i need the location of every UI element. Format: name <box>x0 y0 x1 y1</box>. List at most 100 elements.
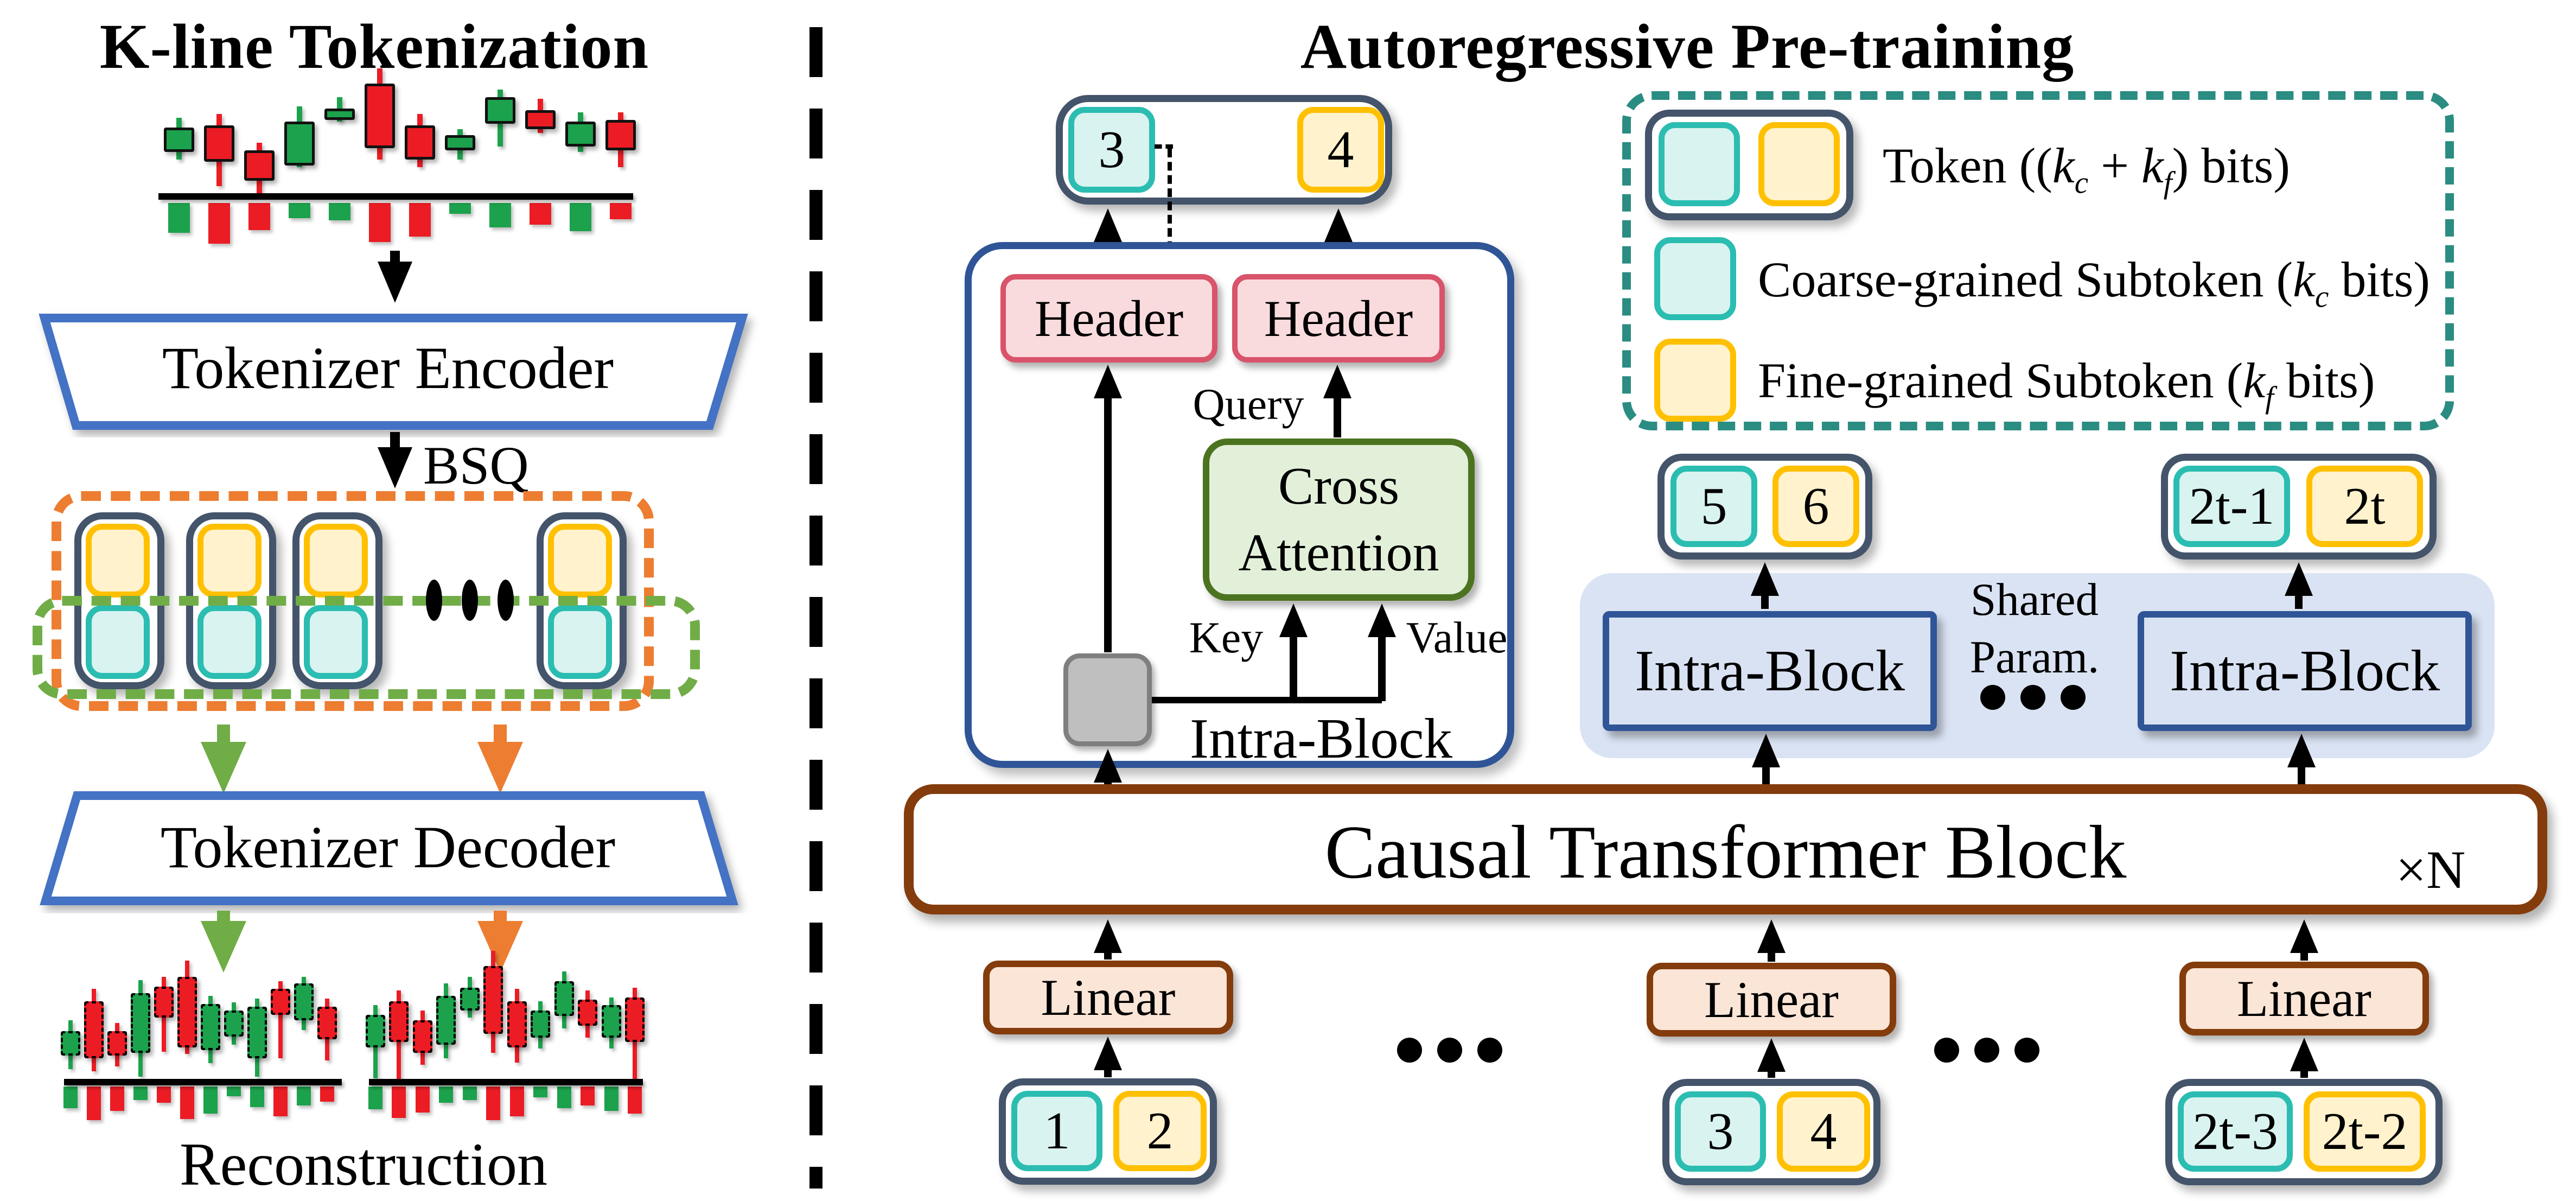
fine-subtoken-icon <box>86 524 150 598</box>
candle-body <box>84 1001 104 1058</box>
quantized-token <box>292 512 382 689</box>
candle-body <box>177 977 197 1047</box>
key-value-line <box>1152 697 1382 703</box>
ellipsis-dot <box>1934 1038 1959 1063</box>
header-box-coarse: Header <box>1000 274 1217 363</box>
coarse-subtoken-icon <box>304 605 368 679</box>
candle-body <box>525 110 556 129</box>
volume-bar <box>208 203 230 244</box>
arrow-head <box>378 262 412 303</box>
ellipsis-dot <box>2061 685 2086 710</box>
fine-subtoken-icon <box>304 524 368 598</box>
arrow-head <box>1752 734 1780 767</box>
candle-body <box>154 987 174 1018</box>
input-token-3: 2t-3 2t-2 <box>2165 1079 2443 1185</box>
volume-bar <box>463 1086 477 1100</box>
volume-bar <box>329 203 350 220</box>
legend-text-run: c <box>2315 279 2329 314</box>
repeat-n-label: ×N <box>2395 840 2466 900</box>
header-box-fine: Header <box>1232 274 1445 363</box>
legend-box <box>1622 91 2454 430</box>
candle-body <box>483 966 503 1034</box>
candle-body <box>365 84 395 148</box>
mid-token-2: 2t-1 2t <box>2161 454 2437 560</box>
ellipsis-dot <box>1974 1038 1999 1063</box>
right-panel-title: Autoregressive Pre-training <box>1300 11 2075 82</box>
ellipsis-dot <box>2014 1038 2039 1063</box>
candle-body <box>436 996 456 1045</box>
key-label: Key <box>1189 613 1264 662</box>
arrow-head <box>2287 734 2316 767</box>
volume-bar <box>250 1086 264 1107</box>
tokenizer-decoder-label: Tokenizer Decoder <box>160 814 616 880</box>
arrow-head <box>1757 1038 1786 1072</box>
ellipsis-dot <box>426 580 442 621</box>
volume-bar <box>416 1086 430 1113</box>
causal-transformer-label: Causal Transformer Block <box>1324 810 2127 894</box>
tokenizer-encoder-label: Tokenizer Encoder <box>162 335 614 401</box>
volume-bar <box>628 1086 642 1114</box>
volume-bar <box>530 203 551 225</box>
candle-body <box>284 122 315 166</box>
coarse-subtoken-icon <box>1659 122 1740 206</box>
fine-subtoken: 4 <box>1777 1091 1870 1172</box>
legend-text-run: k <box>2293 252 2316 307</box>
fine-subtoken-icon <box>1758 122 1840 206</box>
coarse-subtoken: 3 <box>1068 107 1155 193</box>
fine-subtoken: 6 <box>1772 466 1859 547</box>
candle-body <box>554 981 574 1016</box>
candle-body <box>107 1031 127 1056</box>
arrow-stem <box>1290 622 1297 701</box>
arrow-head <box>201 921 246 973</box>
candle-body <box>204 125 234 162</box>
fine-subtoken: 4 <box>1297 107 1384 193</box>
arrow-head <box>1279 603 1308 637</box>
header-label: Header <box>1034 289 1184 347</box>
intra-block-box-1: Intra-Block <box>1603 611 1937 731</box>
intra-block-label: Intra-Block <box>2170 638 2440 703</box>
candle-body <box>247 1007 267 1058</box>
legend-coarse-sample <box>1654 237 1736 320</box>
candle-body <box>625 997 645 1042</box>
bsq-label: BSQ <box>423 435 529 495</box>
volume-bar <box>604 1086 619 1111</box>
arrow-head <box>201 742 246 793</box>
volume-bar <box>369 203 391 242</box>
left-panel-title: K-line Tokenization <box>99 11 649 82</box>
volume-bar <box>570 203 591 231</box>
arrow-head <box>2290 919 2318 953</box>
candle-body <box>294 983 314 1020</box>
candle-body <box>602 1005 621 1038</box>
legend-token-sample <box>1645 110 1853 220</box>
candle-body <box>324 109 355 120</box>
chart-axis-line <box>158 193 633 200</box>
arrow-head <box>1094 208 1122 242</box>
legend-item-coarse: Coarse-grained Subtoken (kc bits) <box>1758 251 2430 314</box>
volume-bar <box>581 1086 595 1105</box>
candle-body <box>565 122 596 147</box>
volume-bar <box>486 1086 500 1120</box>
ellipsis-dot <box>462 580 478 621</box>
ellipsis-dot <box>1437 1038 1462 1063</box>
candle-body <box>201 1004 220 1050</box>
output-token: 3 4 <box>1056 95 1392 205</box>
volume-bar <box>289 203 310 218</box>
candle-body <box>224 1011 244 1037</box>
legend-text-run: bits) <box>2273 353 2375 408</box>
legend-text-run: k <box>2052 138 2075 193</box>
candle-body <box>164 128 194 152</box>
quantized-token <box>537 512 627 689</box>
value-label: Value <box>1406 613 1508 662</box>
arrow-head <box>477 742 523 793</box>
legend-text-run: Token (( <box>1883 138 2052 193</box>
legend-text-run: f <box>2163 166 2172 200</box>
candle-body <box>131 993 150 1053</box>
legend-item-token: Token ((kc + kf) bits) <box>1883 137 2290 200</box>
chart-axis-line <box>64 1079 342 1085</box>
tokenizer-encoder-shape <box>39 314 748 430</box>
fine-subtoken: 2 <box>1113 1091 1207 1171</box>
linear-label: Linear <box>2237 970 2371 1027</box>
coarse-subtoken-icon <box>197 605 262 679</box>
legend-text-run: k <box>2243 353 2266 408</box>
cross-attention-box: Cross Attention <box>1203 439 1475 601</box>
